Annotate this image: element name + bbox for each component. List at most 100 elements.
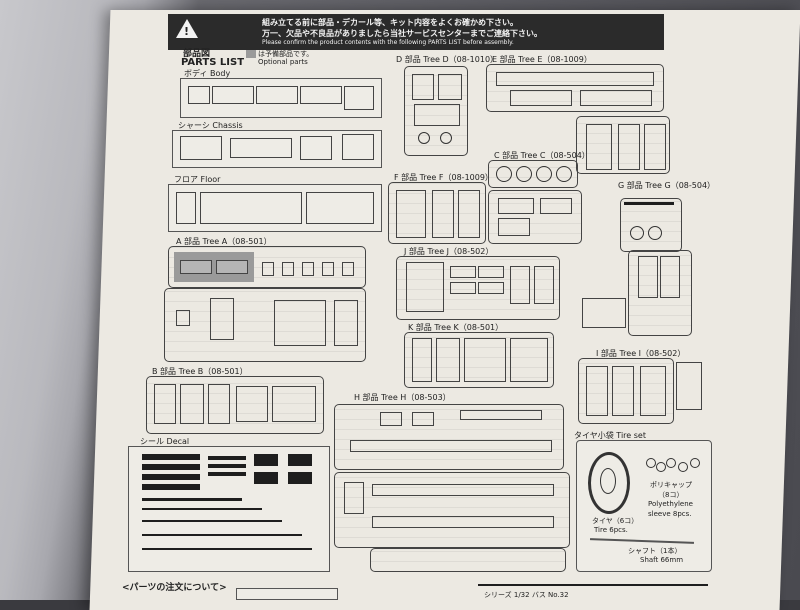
tree-k-part (412, 338, 432, 382)
tree-a-part (180, 260, 212, 274)
tree-b-part (208, 384, 230, 424)
optional-swatch (246, 50, 256, 58)
body-window (256, 86, 298, 104)
warning-icon (176, 19, 198, 38)
decal-stripe (208, 456, 246, 460)
body-window (188, 86, 210, 104)
tree-e-runner-2 (576, 116, 670, 174)
tree-f-part (396, 190, 426, 238)
tree-i-part (586, 366, 608, 416)
body-door (344, 86, 374, 110)
decal-stripe (142, 454, 200, 460)
tree-f-part (432, 190, 454, 238)
tree-h-runner-3 (370, 548, 566, 572)
decal-stripe (142, 484, 200, 490)
wheel-part (496, 166, 512, 182)
floor-detail (306, 192, 374, 224)
section-tree-i-label: I 部品 Tree I（08-502） (596, 349, 686, 358)
tree-d-part (438, 74, 462, 100)
tire-icon (588, 452, 630, 514)
tree-g-part (660, 256, 680, 298)
section-tree-g-label: G 部品 Tree G（08-504） (618, 181, 716, 190)
tree-k-part (436, 338, 460, 382)
wheel-part (556, 166, 572, 182)
tire-label-en: Tire 6pcs. (594, 526, 628, 534)
chassis-detail (180, 136, 222, 160)
section-decal-label: シール Decal (140, 437, 190, 446)
tree-b-part (272, 386, 316, 422)
section-tree-b-label: B 部品 Tree B（08-501） (152, 367, 248, 376)
tree-b-part (154, 384, 176, 424)
tree-g-part (638, 256, 658, 298)
tree-a-runner-2 (164, 288, 366, 362)
tree-h-part (344, 482, 364, 514)
body-part (180, 78, 382, 118)
tree-c-part (498, 198, 534, 214)
tree-a-part (282, 262, 294, 276)
section-tree-d-label: D 部品 Tree D（08-1010） (396, 55, 499, 64)
poly-cap-icon (656, 462, 666, 472)
tree-d-part (414, 104, 460, 126)
tree-i-part (612, 366, 634, 416)
tree-c-part (540, 198, 572, 214)
tree-d-part (440, 132, 452, 144)
tree-j-part (478, 266, 504, 278)
parts-order-heading: <パーツの注文について> (122, 583, 227, 593)
tree-j-extra-part (582, 298, 626, 328)
parts-list-title-en: PARTS LIST (181, 57, 245, 68)
tree-b-part (236, 386, 268, 422)
tree-d-runner (404, 66, 468, 156)
tree-i-runner (578, 358, 674, 424)
tree-a-part (262, 262, 274, 276)
body-window (300, 86, 342, 104)
decal-stripe (208, 464, 246, 468)
chassis-detail (342, 134, 374, 160)
optional-label-jp: は予備部品です。 (258, 50, 314, 58)
tree-d-part (418, 132, 430, 144)
floor-detail (176, 192, 196, 224)
shaft-label-jp: シャフト（1本） (628, 547, 682, 555)
floor-detail (200, 192, 302, 224)
wheel-part (536, 166, 552, 182)
tree-e-part (618, 124, 640, 170)
tire-set-title: タイヤ小袋 Tire set (574, 431, 646, 440)
warning-text-3: Please confirm the product contents with… (262, 39, 514, 46)
tree-k-part (464, 338, 506, 382)
tree-a-part (210, 298, 234, 340)
tree-h-part (460, 410, 542, 420)
tree-a-part (322, 262, 334, 276)
tree-e-part (496, 72, 654, 86)
body-window (212, 86, 254, 104)
tree-h-part (412, 412, 434, 426)
parts-list-title-jp: 部品図 (183, 49, 211, 59)
section-tree-h-label: H 部品 Tree H（08-503） (354, 393, 451, 402)
tree-j-part (450, 282, 476, 294)
tree-a-part (334, 300, 358, 346)
warning-text-1: 組み立てる前に部品・デカール等、キット内容をよくお確かめ下さい。 (262, 18, 518, 27)
footer-rule (478, 584, 708, 586)
decal-block (288, 454, 312, 466)
tree-d-part (412, 74, 434, 100)
poly-cap-icon (678, 462, 688, 472)
decal-block (288, 472, 312, 484)
poly-cap-icon (666, 458, 676, 468)
decal-block (254, 472, 278, 484)
tree-e-part (644, 124, 666, 170)
decal-line (142, 534, 302, 536)
tree-k-part (510, 338, 548, 382)
decal-stripe (208, 472, 246, 476)
section-tree-j-label: J 部品 Tree J（08-502） (404, 247, 494, 256)
poly-cap-label-en-2: sleeve 8pcs. (648, 510, 692, 518)
poly-cap-label-jp: ポリキャップ (650, 481, 692, 489)
tree-h-part (350, 440, 552, 452)
section-chassis-label: シャーシ Chassis (178, 121, 243, 130)
chassis-detail (300, 136, 332, 160)
decal-block (254, 454, 278, 466)
section-tree-a-label: A 部品 Tree A（08-501） (176, 237, 272, 246)
shaft-label-en: Shaft 66mm (640, 556, 684, 564)
tree-h-part (372, 516, 554, 528)
tire-label-jp: タイヤ（6コ） (592, 517, 639, 525)
decal-stripe (142, 464, 200, 470)
tree-f-runner (388, 182, 486, 244)
tree-j-part (534, 266, 554, 304)
